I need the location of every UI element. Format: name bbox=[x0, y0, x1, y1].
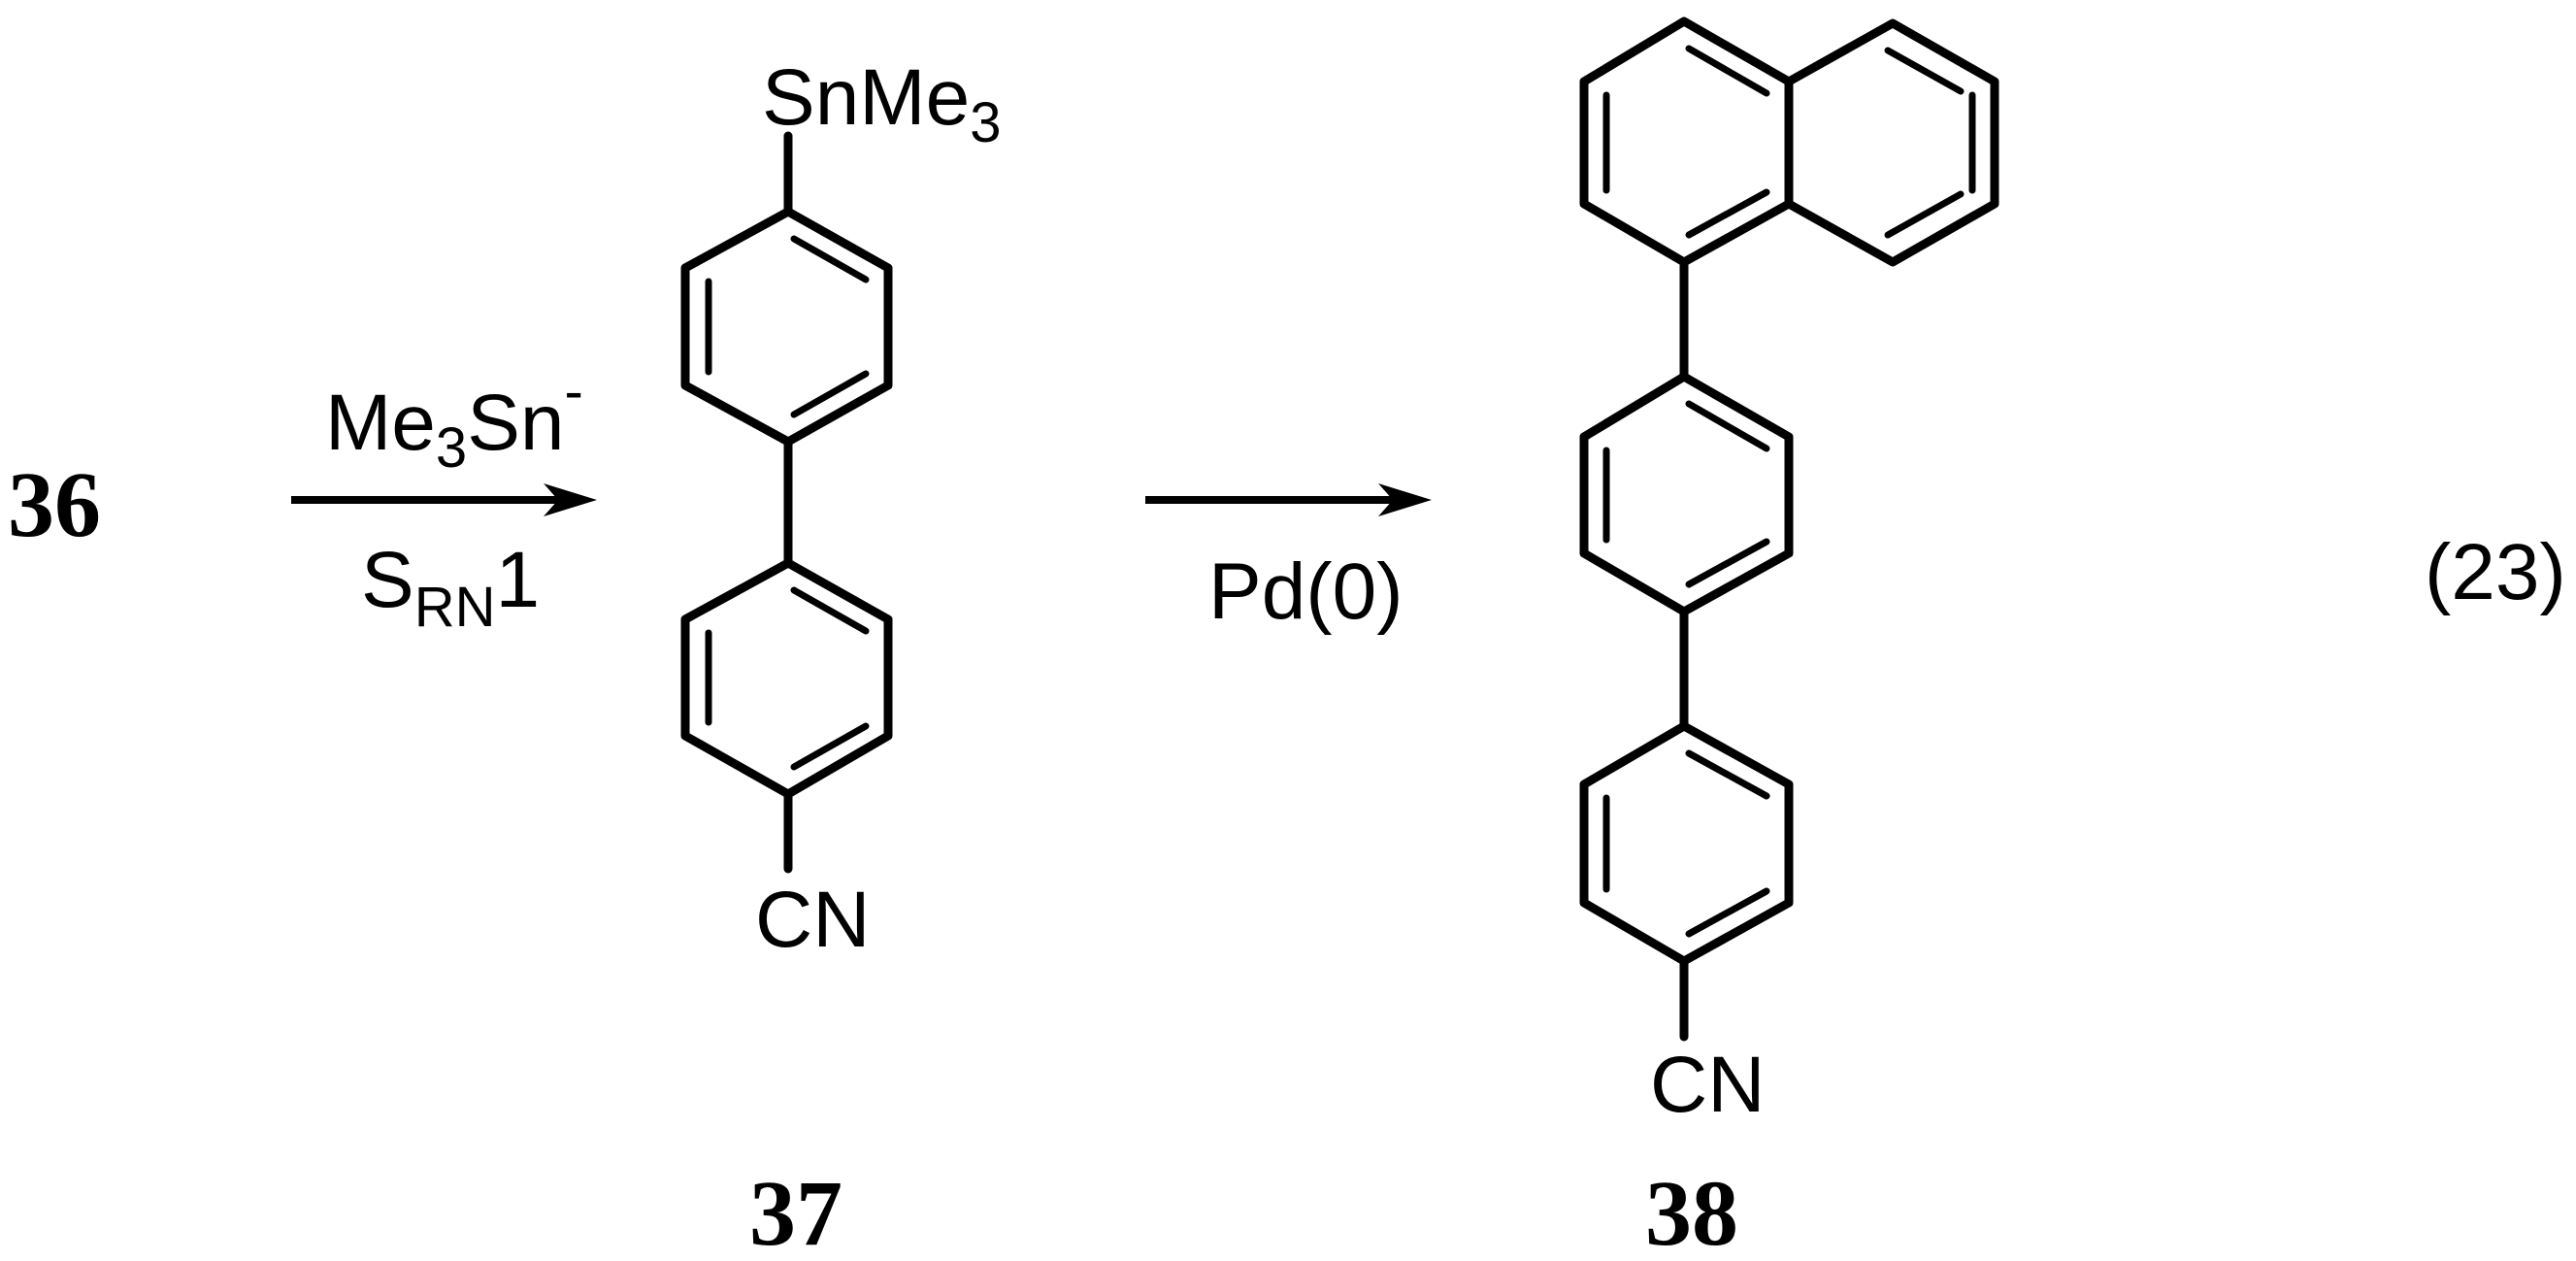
compound-38-structure: CN bbox=[1579, 17, 1999, 1129]
step2-reagent: Pd(0) bbox=[1208, 548, 1404, 636]
step1-arrow bbox=[291, 483, 597, 516]
compound-38-label: 38 bbox=[1645, 1161, 1738, 1261]
trimethylstannyl-group: SnMe3 bbox=[762, 53, 1001, 154]
compound-37-structure: SnMe3 CN bbox=[680, 53, 1001, 964]
compound-36-label: 36 bbox=[8, 452, 101, 556]
step1-condition: SRN1 bbox=[361, 536, 540, 639]
step2-arrow bbox=[1145, 483, 1432, 516]
equation-number: (23) bbox=[2425, 528, 2566, 616]
compound-37-label: 37 bbox=[749, 1161, 842, 1261]
cyano-group-38: CN bbox=[1650, 1041, 1765, 1129]
cyano-group-37: CN bbox=[755, 876, 870, 964]
step1-reagent: Me3Sn- bbox=[325, 360, 583, 480]
